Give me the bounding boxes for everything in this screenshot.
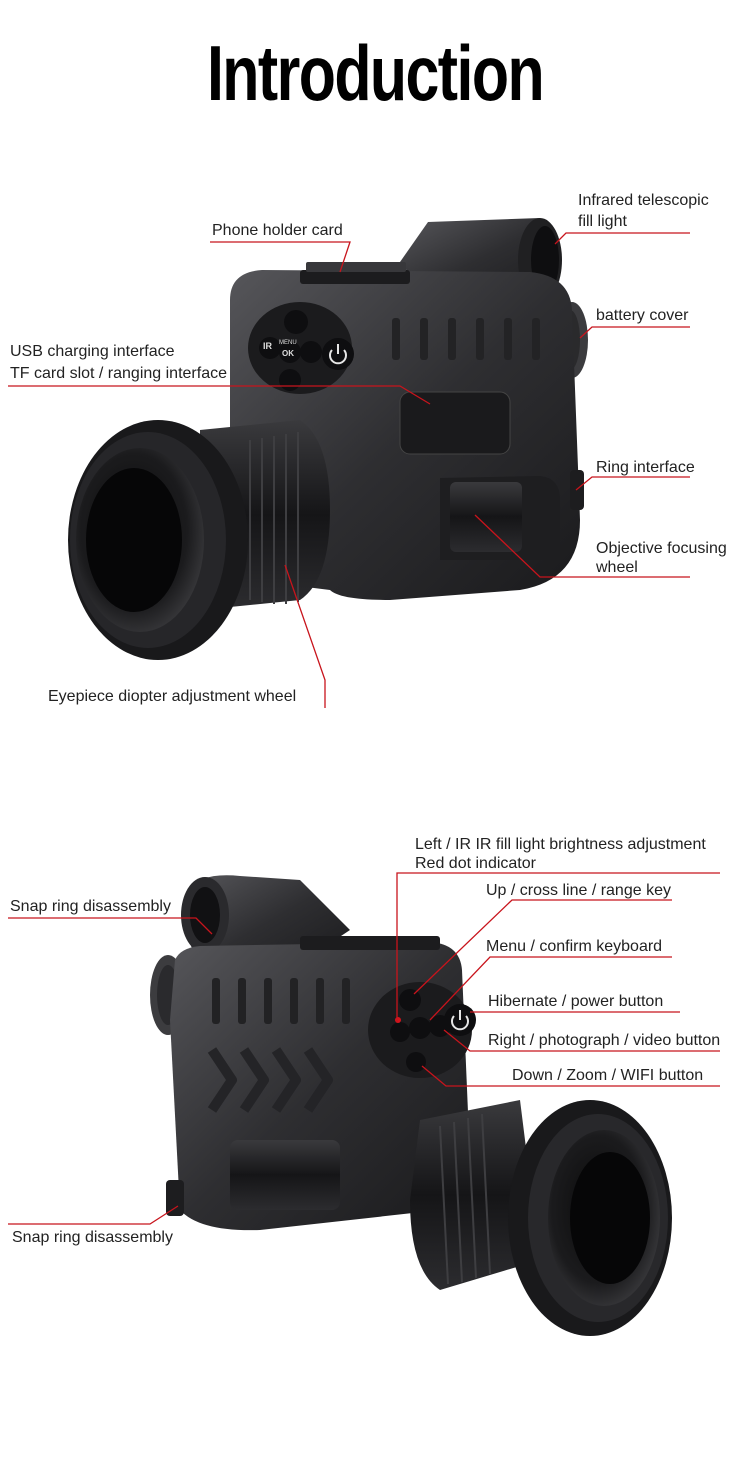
label-eyepiece: Eyepiece diopter adjustment wheel	[48, 688, 297, 705]
label-hibernate: Hibernate / power button	[488, 993, 664, 1010]
label-left-ir: Left / IR IR fill light brightness adjus…	[415, 836, 706, 853]
label-infrared-line1: Infrared telescopic	[578, 192, 709, 209]
label-phone-holder: Phone holder card	[212, 222, 343, 239]
label-objective-line1: Objective focusing	[596, 540, 727, 557]
label-red-dot: Red dot indicator	[415, 855, 536, 872]
label-right-key: Right / photograph / video button	[488, 1032, 721, 1049]
ir-button-label: IR	[263, 341, 272, 351]
label-infrared-line2: fill light	[578, 213, 627, 230]
ok-button-label: OK	[282, 349, 294, 358]
label-usb: USB charging interface	[10, 343, 175, 360]
menu-button-label: MENU	[279, 340, 297, 346]
bottom-device	[150, 875, 672, 1336]
label-snap-ring-bottom: Snap ring disassembly	[12, 1229, 173, 1246]
label-objective-line2: wheel	[596, 559, 638, 576]
label-ring-interface: Ring interface	[596, 459, 695, 476]
label-tf-card: TF card slot / ranging interface	[10, 365, 227, 382]
label-snap-ring-top: Snap ring disassembly	[10, 898, 171, 915]
label-menu-key: Menu / confirm keyboard	[486, 938, 663, 955]
label-up-key: Up / cross line / range key	[486, 882, 671, 899]
leader-lines	[8, 232, 720, 1225]
page-title: Introduction	[206, 29, 545, 117]
top-device	[68, 218, 588, 660]
label-battery-cover: battery cover	[596, 307, 689, 324]
label-down-key: Down / Zoom / WIFI button	[512, 1067, 704, 1084]
